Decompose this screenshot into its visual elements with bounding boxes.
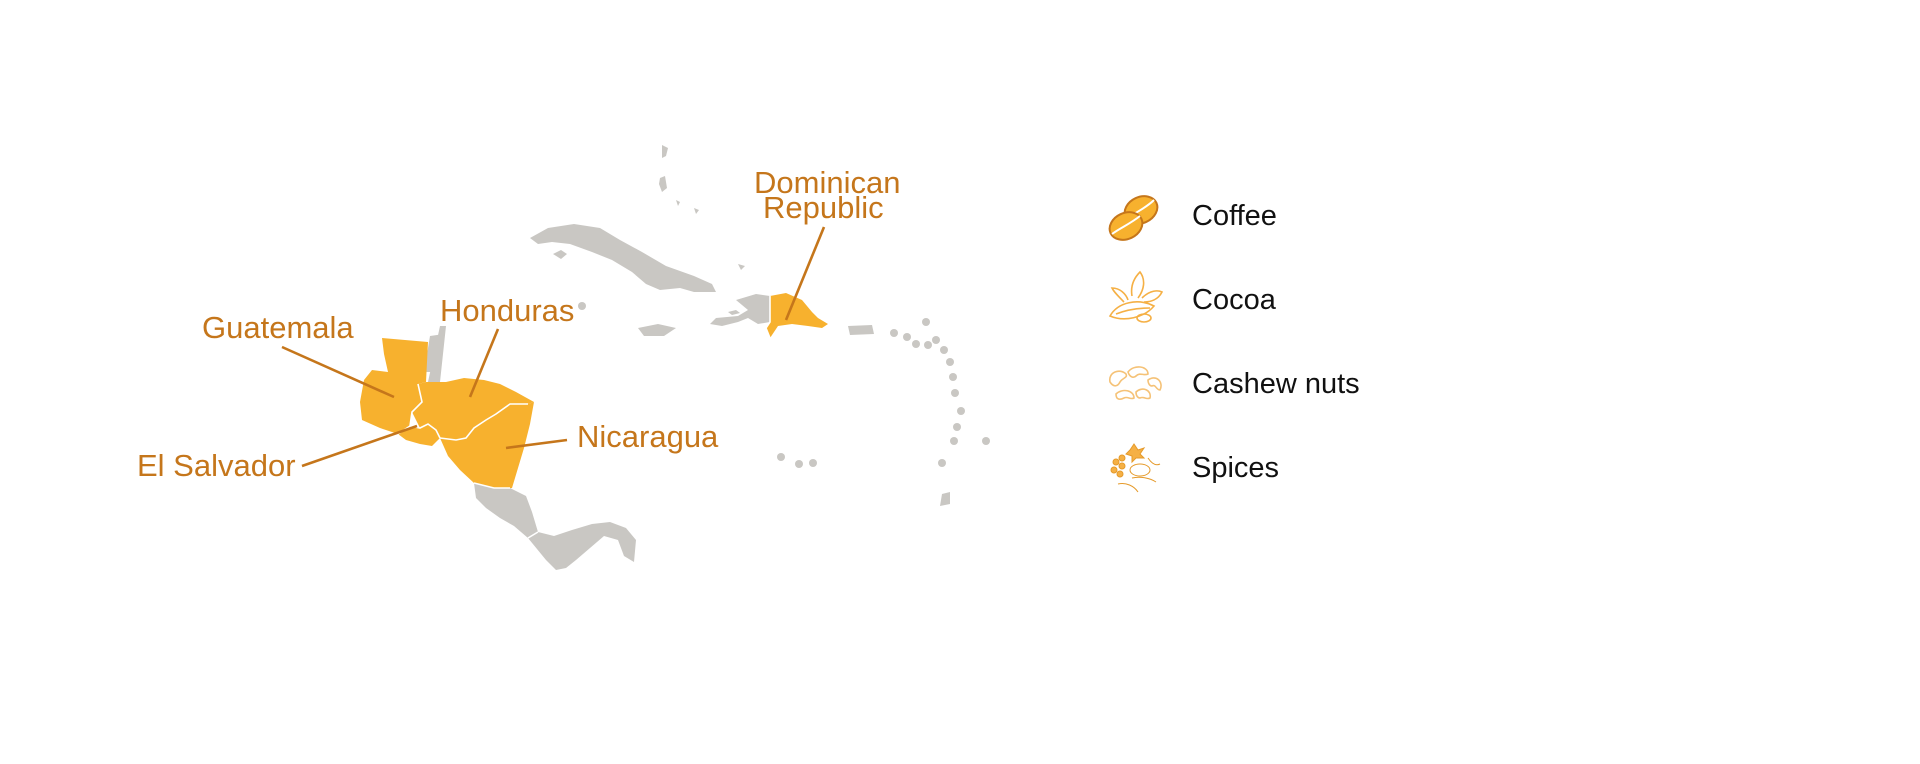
belize-shape [424, 334, 444, 372]
legend-item-spices: Spices [1104, 438, 1424, 508]
legend-label-cashew: Cashew nuts [1192, 368, 1360, 400]
dominican-republic-shape [766, 293, 828, 338]
legend-item-coffee: Coffee [1104, 186, 1424, 256]
puerto-rico-shape [848, 325, 874, 335]
dominican-republic-label-line2: Republic [763, 190, 884, 225]
el-salvador-leader-line [301, 424, 418, 468]
gonave-shape [728, 310, 740, 315]
haiti-shape [710, 294, 770, 326]
legend-label-coffee: Coffee [1192, 200, 1277, 232]
country-borders [397, 296, 771, 539]
legend-item-cashew: Cashew nuts [1104, 354, 1424, 424]
nicaragua-leader-line [505, 438, 568, 450]
cocoa-pod-icon [1108, 270, 1164, 323]
panama-shape [528, 522, 636, 570]
jamaica-shape [638, 324, 676, 336]
dominican-republic-label-line1: Dominican [754, 165, 901, 200]
guatemala-label: Guatemala [202, 310, 354, 345]
lesser-antilles-shape [777, 318, 990, 506]
legend-label-cocoa: Cocoa [1192, 284, 1276, 316]
cayman-shape [578, 302, 586, 310]
dominican-republic-leader-line [784, 226, 826, 321]
legend-label-spices: Spices [1192, 452, 1280, 484]
cuba-shape [530, 224, 716, 292]
isla-juventud-shape [553, 250, 567, 259]
guatemala-leader-line [281, 345, 395, 399]
honduras-shape [412, 378, 534, 440]
bahamas-shape [659, 145, 745, 270]
nicaragua-shape [440, 402, 534, 488]
cashew-nuts-icon [1109, 366, 1162, 400]
honduras-label: Honduras [440, 293, 575, 328]
spices-icon [1110, 443, 1161, 493]
costa-rica-shape [474, 483, 538, 538]
honduras-leader-line [468, 328, 500, 398]
guatemala-shape [360, 338, 428, 434]
el-salvador-label: El Salvador [137, 448, 296, 483]
coffee-beans-icon [1108, 195, 1159, 241]
legend-item-cocoa: Cocoa [1104, 270, 1424, 340]
nicaragua-label: Nicaragua [577, 419, 719, 454]
